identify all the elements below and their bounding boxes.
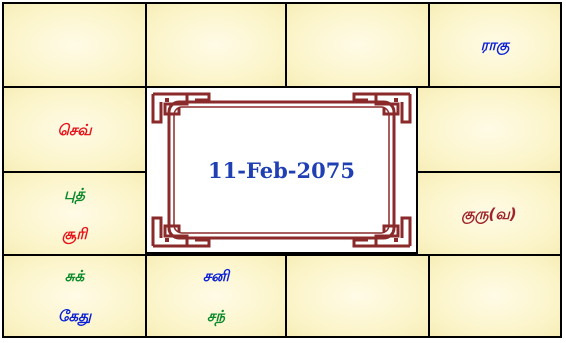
planet-ketu: கேது [58, 296, 91, 336]
planet-mercury: புத் [64, 174, 85, 214]
house-cell-r2c3: குரு(வ) [416, 171, 562, 256]
house-cell-r1c0: செவ் [2, 86, 147, 173]
center-date-box: 11-Feb-2075 [145, 86, 418, 254]
house-cell-r3c2 [285, 254, 430, 338]
house-cell-r1c3 [416, 86, 562, 173]
house-cell-r0c1 [145, 2, 287, 88]
house-cell-r3c3 [428, 254, 562, 338]
planet-sun: சூரி [62, 214, 87, 254]
rasi-chart: ராகு செவ் புத் சூரி குரு(வ) சுக் கேது சன… [2, 2, 562, 338]
house-cell-r3c1: சனி சந் [145, 254, 287, 338]
house-cell-r0c0 [2, 2, 147, 88]
planet-mars: செவ் [57, 110, 91, 150]
planet-moon: சந் [207, 296, 225, 336]
house-cell-r2c0: புத் சூரி [2, 171, 147, 256]
planet-jupiter-retro: குரு(வ) [461, 194, 516, 234]
house-cell-r0c3: ராகு [428, 2, 562, 88]
planet-venus: சுக் [65, 256, 84, 296]
chart-date: 11-Feb-2075 [147, 88, 416, 252]
house-cell-r3c0: சுக் கேது [2, 254, 147, 338]
planet-rahu: ராகு [481, 25, 510, 65]
planet-saturn: சனி [203, 256, 229, 296]
house-cell-r0c2 [285, 2, 430, 88]
